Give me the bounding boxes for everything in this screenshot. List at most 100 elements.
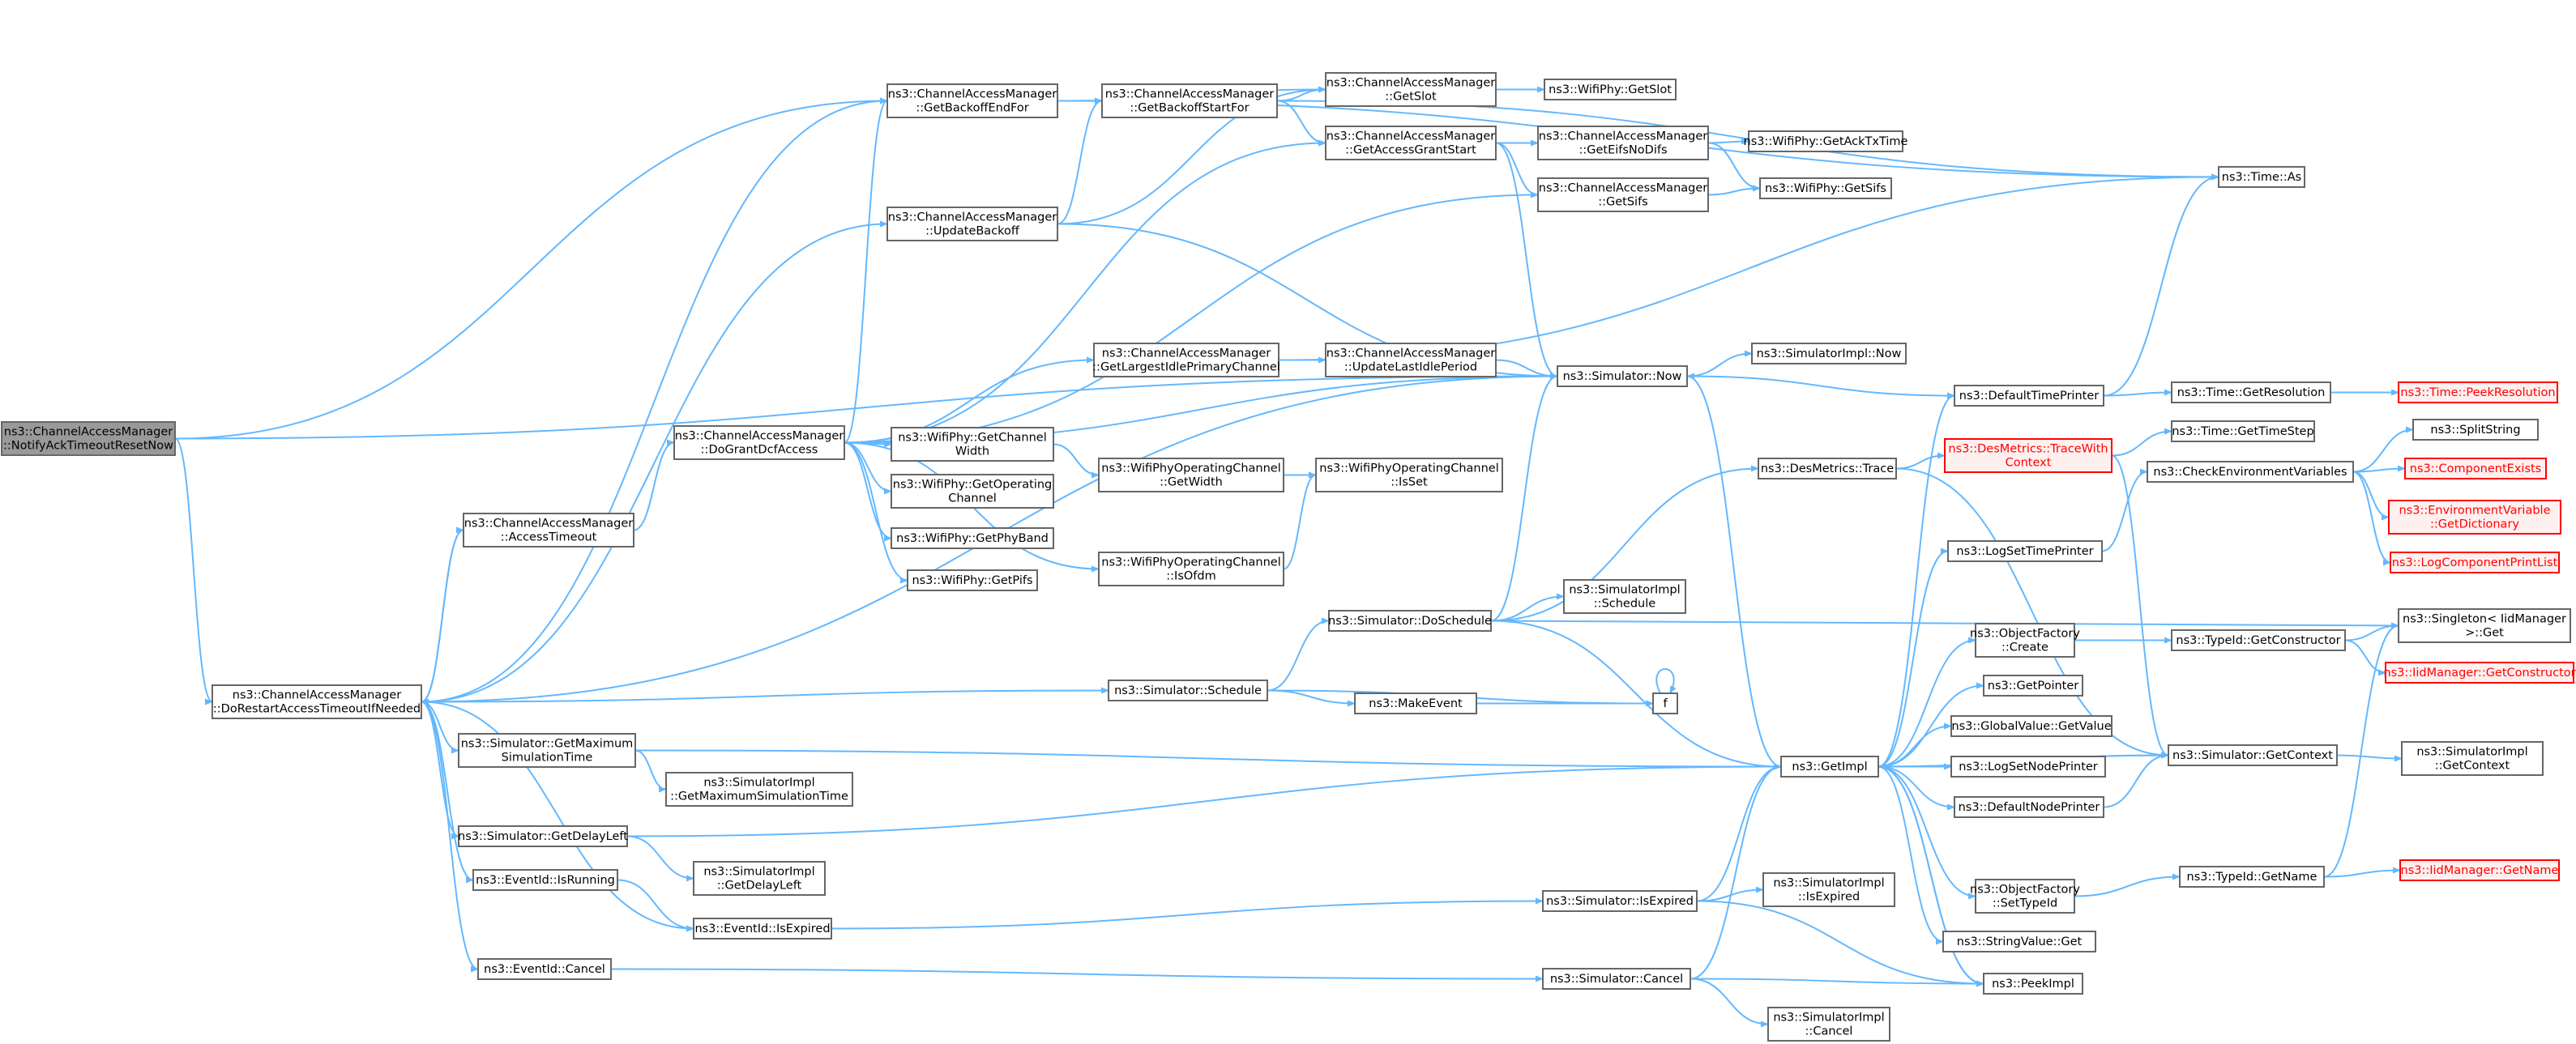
node-defaulttimeprinter[interactable]: ns3::DefaultTimePrinter xyxy=(1954,385,2104,407)
node-desmetrics_trace[interactable]: ns3::DesMetrics::Trace xyxy=(1758,458,1897,479)
node-simimpl_cancel[interactable]: ns3::SimulatorImpl::Cancel xyxy=(1767,1007,1890,1042)
edge-dogrant-to-getpifs xyxy=(844,441,908,584)
node-box xyxy=(2398,608,2571,643)
node-f[interactable]: f xyxy=(1652,692,1678,714)
node-box xyxy=(886,207,1058,241)
edge-getimpl-to-defaulttimeprinter xyxy=(1878,392,1955,768)
node-getpifs[interactable]: ns3::WifiPhy::GetPifs xyxy=(907,569,1038,591)
node-label: ::SetTypeId xyxy=(1993,897,2057,910)
edge-dogrant-to-getaccessgrant xyxy=(844,139,1326,444)
node-typeid_getname[interactable]: ns3::TypeId::GetName xyxy=(2179,866,2325,888)
node-sim_cancel[interactable]: ns3::Simulator::Cancel xyxy=(1542,968,1691,990)
node-logsettimeprinter[interactable]: ns3::LogSetTimePrinter xyxy=(1947,540,2103,562)
node-logcomponentprint[interactable]: ns3::LogComponentPrintList xyxy=(2390,552,2560,573)
node-getbackoffstart[interactable]: ns3::ChannelAccessManager::GetBackoffSta… xyxy=(1101,83,1278,118)
node-sim_doschedule[interactable]: ns3::Simulator::DoSchedule xyxy=(1328,610,1492,632)
edge-sim_doschedule-to-sim_now xyxy=(1490,373,1558,622)
node-simimpl_getmax[interactable]: ns3::SimulatorImpl::GetMaximumSimulation… xyxy=(665,772,853,807)
node-geteifsnodifs[interactable]: ns3::ChannelAccessManager::GetEifsNoDifs xyxy=(1537,126,1709,160)
node-wifi_getslot[interactable]: ns3::WifiPhy::GetSlot xyxy=(1544,79,1677,100)
node-envgetdict[interactable]: ns3::EnvironmentVariable::GetDictionary xyxy=(2388,500,2561,535)
node-box xyxy=(1557,365,1688,387)
node-simimpl_now[interactable]: ns3::SimulatorImpl::Now xyxy=(1751,343,1907,364)
node-typeid_getconstructor[interactable]: ns3::TypeId::GetConstructor xyxy=(2171,629,2346,651)
node-updatebackoff[interactable]: ns3::ChannelAccessManager::UpdateBackoff xyxy=(886,207,1058,241)
node-simimpl_getdelayleft[interactable]: ns3::SimulatorImpl::GetDelayLeft xyxy=(693,861,826,896)
node-getphyband[interactable]: ns3::WifiPhy::GetPhyBand xyxy=(891,527,1054,549)
node-splitstring[interactable]: ns3::SplitString xyxy=(2412,419,2539,441)
node-isofdm[interactable]: ns3::WifiPhyOperatingChannel::IsOfdm xyxy=(1098,552,1284,586)
node-iid_getconstructor[interactable]: ns3::IidManager::GetConstructor xyxy=(2383,662,2576,684)
node-opch_getwidth[interactable]: ns3::WifiPhyOperatingChannel::GetWidth xyxy=(1098,458,1284,492)
node-makeevent[interactable]: ns3::MakeEvent xyxy=(1354,692,1477,714)
node-getpointer[interactable]: ns3::GetPointer xyxy=(1983,675,2083,697)
node-simimpl_schedule[interactable]: ns3::SimulatorImpl::Schedule xyxy=(1563,579,1686,614)
node-componentexists[interactable]: ns3::ComponentExists xyxy=(2404,458,2547,479)
node-singleton_get[interactable]: ns3::Singleton< IidManager >::Get xyxy=(2398,608,2571,643)
node-label: ::NotifyAckTimeoutResetNow xyxy=(3,440,173,453)
node-cam_getslot[interactable]: ns3::ChannelAccessManager::GetSlot xyxy=(1325,72,1497,107)
node-sim_schedule[interactable]: ns3::Simulator::Schedule xyxy=(1108,680,1268,701)
node-label: ::GetAccessGrantStart xyxy=(1345,144,1476,157)
node-notify[interactable]: ns3::ChannelAccessManager::NotifyAckTime… xyxy=(1,421,176,456)
node-iid_getname[interactable]: ns3::IidManager::GetName xyxy=(2399,859,2560,881)
node-dogrant[interactable]: ns3::ChannelAccessManager::DoGrantDcfAcc… xyxy=(673,425,845,460)
node-getimpl[interactable]: ns3::GetImpl xyxy=(1780,756,1879,778)
node-peekresolution[interactable]: ns3::Time::PeekResolution xyxy=(2398,381,2558,403)
node-globalvalue_get[interactable]: ns3::GlobalValue::GetValue xyxy=(1950,715,2112,737)
node-peekimpl[interactable]: ns3::PeekImpl xyxy=(1983,973,2083,995)
node-box xyxy=(1758,458,1897,479)
node-label: ::UpdateLastIdlePeriod xyxy=(1344,361,1477,374)
node-getaccessgrant[interactable]: ns3::ChannelAccessManager::GetAccessGran… xyxy=(1325,126,1497,160)
node-wifi_getsifs[interactable]: ns3::WifiPhy::GetSifs xyxy=(1759,177,1892,199)
node-simimpl_getcontext[interactable]: ns3::SimulatorImpl::GetContext xyxy=(2401,741,2544,776)
node-time_as[interactable]: ns3::Time::As xyxy=(2218,166,2305,188)
node-updatelastidle[interactable]: ns3::ChannelAccessManager::UpdateLastIdl… xyxy=(1325,343,1497,377)
node-accesstimeout[interactable]: ns3::ChannelAccessManager::AccessTimeout xyxy=(463,513,634,548)
edge-typeid_getconstructor-to-singleton_get xyxy=(2344,622,2399,641)
edge-notify-to-getbackoffend xyxy=(174,97,888,440)
node-defaultnodeprinter[interactable]: ns3::DefaultNodePrinter xyxy=(1954,796,2104,818)
node-dorestart[interactable]: ns3::ChannelAccessManager::DoRestartAcce… xyxy=(211,684,422,719)
edge-getimpl-to-objfactory_create xyxy=(1878,637,1976,768)
node-eventid_cancel[interactable]: ns3::EventId::Cancel xyxy=(477,958,612,980)
edge-isofdm-to-opch_isset xyxy=(1283,471,1317,570)
node-getlargestidle[interactable]: ns3::ChannelAccessManager::GetLargestIdl… xyxy=(1092,343,1280,377)
node-box xyxy=(1354,692,1477,714)
node-eventid_isrunning[interactable]: ns3::EventId::IsRunning xyxy=(472,869,618,891)
node-objfactory_settypeid[interactable]: ns3::ObjectFactory::SetTypeId xyxy=(1970,879,2080,914)
node-box xyxy=(1093,343,1279,377)
edge-eventid_cancel-to-sim_cancel xyxy=(610,968,1544,982)
node-label: ns3::TypeId::GetConstructor xyxy=(2176,634,2340,647)
node-stringvalue_get[interactable]: ns3::StringValue::Get xyxy=(1942,931,2096,952)
node-opch_isset[interactable]: ns3::WifiPhyOperatingChannel::IsSet xyxy=(1315,458,1503,492)
node-getbackoffend[interactable]: ns3::ChannelAccessManager::GetBackoffEnd… xyxy=(886,83,1058,118)
edge-dorestart-to-eventid_cancel xyxy=(421,701,479,973)
node-label: ns3::IidManager::GetConstructor xyxy=(2383,667,2575,680)
node-sim_getcontext[interactable]: ns3::Simulator::GetContext xyxy=(2168,744,2338,766)
node-cam_getsifs[interactable]: ns3::ChannelAccessManager::GetSifs xyxy=(1537,177,1709,212)
node-checkenv[interactable]: ns3::CheckEnvironmentVariables xyxy=(2147,461,2354,483)
node-label: ns3::Time::GetTimeStep xyxy=(2172,425,2313,438)
node-eventid_isexpired[interactable]: ns3::EventId::IsExpired xyxy=(693,918,832,940)
node-sim_now[interactable]: ns3::Simulator::Now xyxy=(1557,365,1688,387)
edge-desmetrics_trace-to-tracewithcontext xyxy=(1895,452,1946,470)
node-simimpl_isexpired[interactable]: ns3::SimulatorImpl::IsExpired xyxy=(1762,872,1895,907)
node-gettimestep[interactable]: ns3::Time::GetTimeStep xyxy=(2171,420,2315,442)
node-objfactory_create[interactable]: ns3::ObjectFactory::Create xyxy=(1970,623,2080,658)
node-logsetnodeprinter[interactable]: ns3::LogSetNodePrinter xyxy=(1950,756,2106,778)
node-getacktxtime[interactable]: ns3::WifiPhy::GetAckTxTime xyxy=(1744,130,1908,152)
node-getmaxsimtime[interactable]: ns3::Simulator::GetMaximumSimulationTime xyxy=(458,733,636,768)
edge-geteifsnodifs-to-getacktxtime xyxy=(1707,138,1749,145)
node-box xyxy=(886,83,1058,118)
node-box xyxy=(693,918,832,940)
node-getdelayleft[interactable]: ns3::Simulator::GetDelayLeft xyxy=(458,825,628,847)
node-box xyxy=(1325,126,1497,160)
edge-checkenv-to-splitstring xyxy=(2352,426,2414,473)
node-sim_isexpired[interactable]: ns3::Simulator::IsExpired xyxy=(1542,890,1698,912)
node-getresolution[interactable]: ns3::Time::GetResolution xyxy=(2171,381,2331,403)
node-label: ns3::MakeEvent xyxy=(1369,697,1463,710)
